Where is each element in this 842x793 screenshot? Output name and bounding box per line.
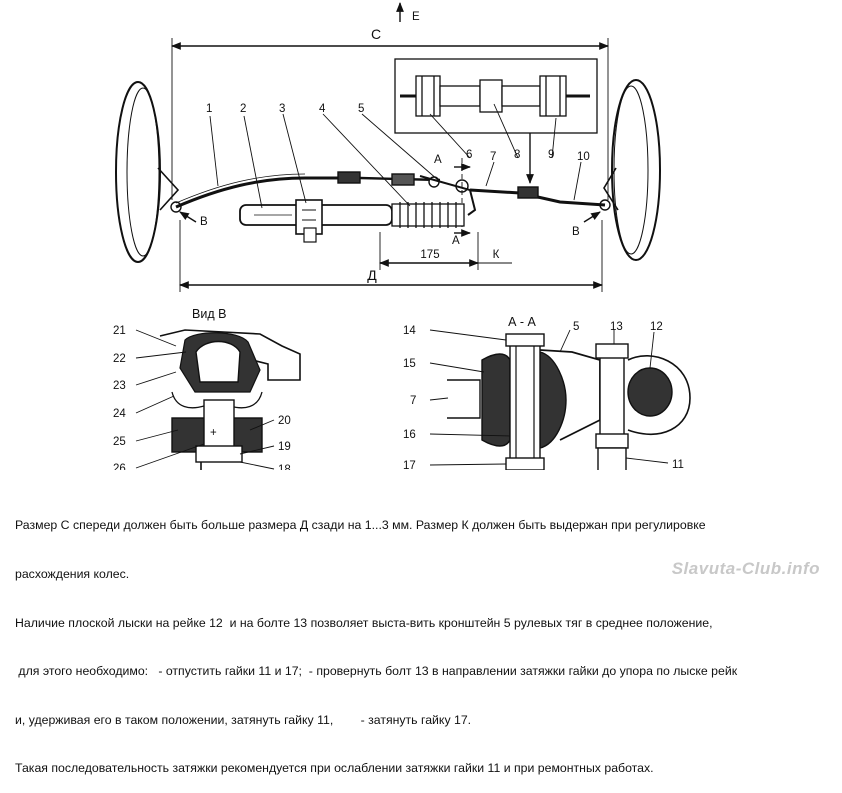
- callout-8: 8: [514, 149, 520, 161]
- view-b-right-label: В: [572, 226, 580, 238]
- top-view-callouts: 1 2 3 4 5 6 7 8 9 10: [206, 103, 590, 163]
- callout-7: 7: [490, 151, 496, 163]
- notes-text: Размер С спереди должен быть больше разм…: [15, 485, 830, 793]
- callout-13: 13: [610, 321, 623, 333]
- callout-12: 12: [650, 321, 663, 333]
- dimension-175-label: 175: [420, 249, 439, 261]
- callout-5: 5: [573, 321, 579, 333]
- callout-5: 5: [358, 103, 364, 115]
- callout-7: 7: [410, 395, 416, 407]
- callout-1: 1: [206, 103, 212, 115]
- callout-22: 22: [113, 353, 126, 365]
- top-view-labels: С Е Д 175 К А А В В: [200, 11, 580, 283]
- callout-3: 3: [279, 103, 285, 115]
- callout-20: 20: [278, 415, 291, 427]
- callout-15: 15: [403, 358, 416, 370]
- dimension-d-label: Д: [367, 267, 377, 283]
- callout-18: 18: [278, 464, 291, 470]
- right-wheel: [611, 79, 661, 261]
- left-wheel: [115, 81, 161, 263]
- notes-line: для этого необходимо: - отпустить гайки …: [15, 664, 738, 679]
- top-view: [115, 2, 661, 292]
- section-aa-detail: [429, 329, 691, 470]
- callout-6: 6: [466, 149, 472, 161]
- view-b-left-label: В: [200, 216, 208, 228]
- notes-line: Наличие плоской лыски на рейке 12 и на б…: [15, 615, 713, 630]
- callout-19: 19: [278, 441, 291, 453]
- callout-11: 11: [672, 459, 684, 470]
- callout-16: 16: [403, 429, 416, 441]
- callout-25: 25: [113, 436, 126, 448]
- callout-21: 21: [113, 325, 126, 337]
- callout-24: 24: [113, 408, 126, 420]
- section-aa-callouts: 14 15 7 16 17 5 13 12 11: [403, 321, 684, 470]
- callout-2: 2: [240, 103, 246, 115]
- callout-17: 17: [403, 460, 416, 470]
- callout-10: 10: [577, 151, 590, 163]
- direction-e-label: Е: [412, 11, 420, 23]
- rack-boot: [391, 202, 465, 228]
- adjuster-detail-inset: [394, 58, 598, 134]
- callout-4: 4: [319, 103, 326, 115]
- view-b-callouts: 21 22 23 24 25 26 20 19 18: [113, 325, 291, 470]
- notes-line: Размер С спереди должен быть больше разм…: [15, 518, 706, 533]
- right-tie-rod: [469, 188, 606, 207]
- rod-bracket: [419, 175, 477, 216]
- view-b-detail: [135, 329, 301, 470]
- notes-line: расхождения колес.: [15, 567, 130, 581]
- section-a-bottom-label: А: [452, 235, 460, 247]
- notes-line: и, удерживая его в таком положении, затя…: [15, 712, 472, 727]
- dimension-k-label: К: [493, 249, 500, 261]
- callout-23: 23: [113, 380, 126, 392]
- view-b-plus-mark: +: [210, 427, 217, 439]
- callout-14: 14: [403, 325, 416, 337]
- watermark: Slavuta-Club.info: [671, 559, 820, 578]
- callout-26: 26: [113, 463, 126, 470]
- section-aa-title: А - А: [508, 315, 536, 329]
- callout-9: 9: [548, 149, 554, 161]
- section-a-top-label: А: [434, 154, 442, 166]
- view-b-title: Вид В: [192, 307, 226, 321]
- notes-line: Такая последовательность затяжки рекомен…: [15, 761, 654, 776]
- dimension-c-label: С: [371, 26, 381, 42]
